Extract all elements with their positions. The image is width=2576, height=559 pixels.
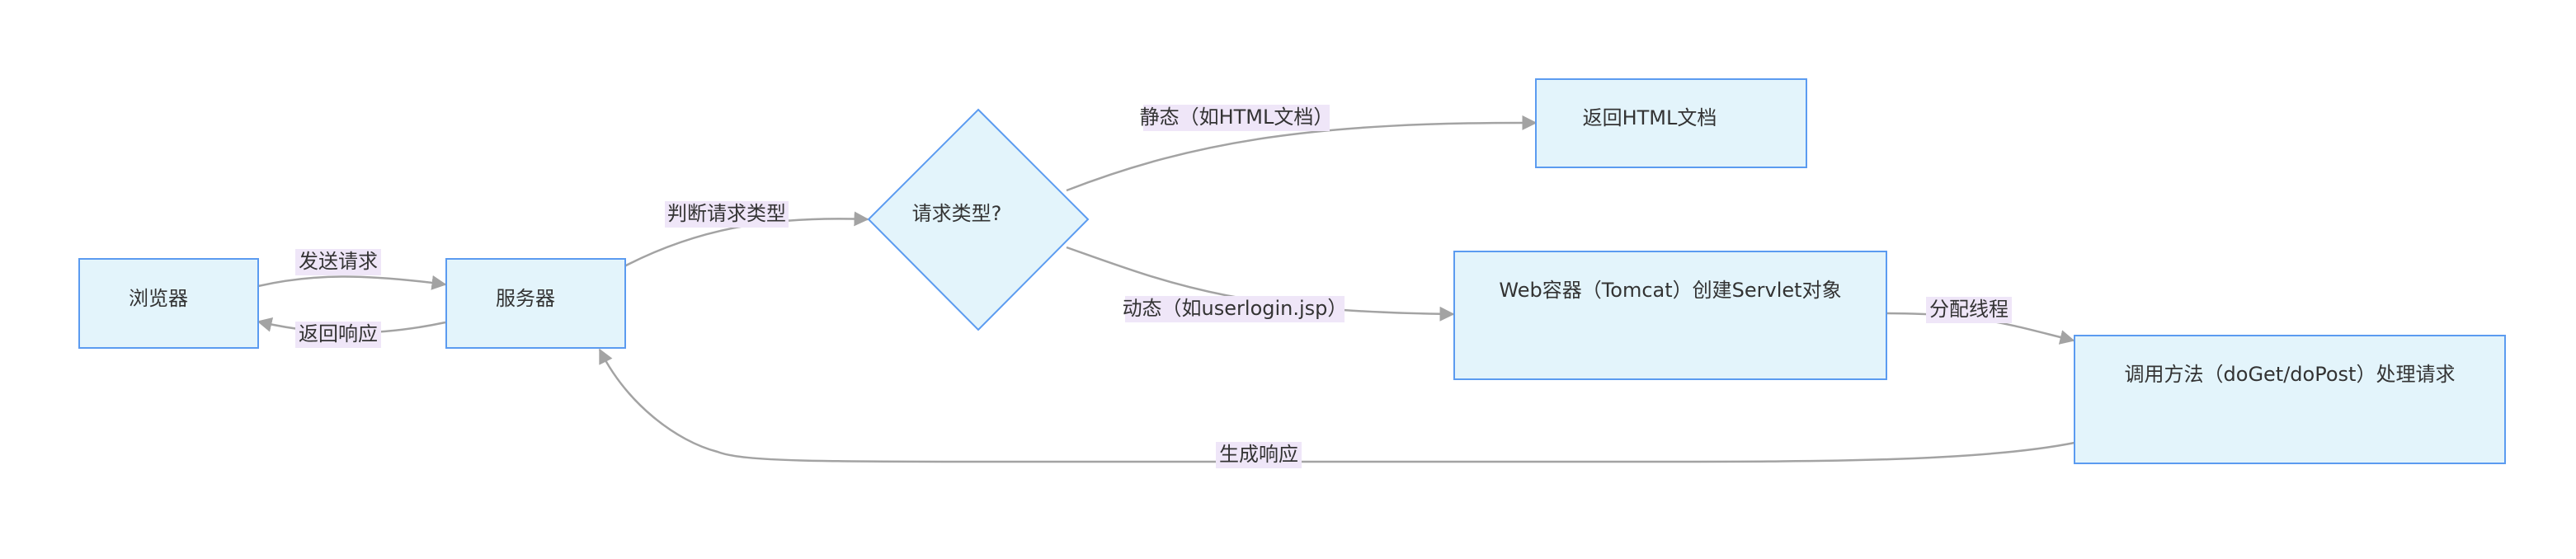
edge-dynamic	[1066, 246, 1455, 322]
node-return-html-label: 返回HTML文档	[1583, 106, 1717, 129]
edge-send-request	[257, 275, 447, 290]
edge-label-judge-type-text: 判断请求类型	[667, 202, 786, 225]
node-call-method: 调用方法（doGet/doPost）处理请求	[2074, 335, 2506, 464]
node-web-container: Web容器（Tomcat）创建Servlet对象	[1453, 251, 1887, 380]
edge-label-return-response-text: 返回响应	[299, 322, 378, 345]
edge-label-dynamic: 动态（如userlogin.jsp）	[1123, 296, 1348, 322]
node-call-method-label: 调用方法（doGet/doPost）处理请求	[2125, 363, 2456, 386]
edge-label-assign-thread-text: 分配线程	[1929, 298, 2009, 321]
edge-label-return-response: 返回响应	[295, 322, 381, 348]
node-decision: 请求类型?	[867, 108, 1090, 331]
edge-label-judge-type: 判断请求类型	[665, 201, 789, 228]
edge-label-static: 静态（如HTML文档）	[1140, 105, 1334, 131]
edge-label-dynamic-text: 动态（如userlogin.jsp）	[1123, 297, 1348, 320]
node-server-label: 服务器	[496, 287, 555, 310]
edge-label-static-text: 静态（如HTML文档）	[1140, 106, 1334, 129]
node-browser-label: 浏览器	[129, 287, 188, 310]
node-decision-label: 请求类型?	[912, 202, 1002, 225]
edge-label-send-request: 发送请求	[295, 249, 381, 275]
node-browser: 浏览器	[78, 258, 259, 349]
edge-label-generate-response-text: 生成响应	[1219, 443, 1298, 466]
edge-static	[1066, 115, 1538, 192]
edge-generate-response	[598, 348, 2075, 463]
node-return-html: 返回HTML文档	[1535, 78, 1807, 168]
edge-label-assign-thread: 分配线程	[1926, 297, 2012, 323]
edge-label-generate-response: 生成响应	[1216, 442, 1302, 468]
node-web-container-label: Web容器（Tomcat）创建Servlet对象	[1499, 279, 1841, 302]
edge-label-send-request-text: 发送请求	[299, 250, 378, 273]
node-server: 服务器	[445, 258, 626, 349]
